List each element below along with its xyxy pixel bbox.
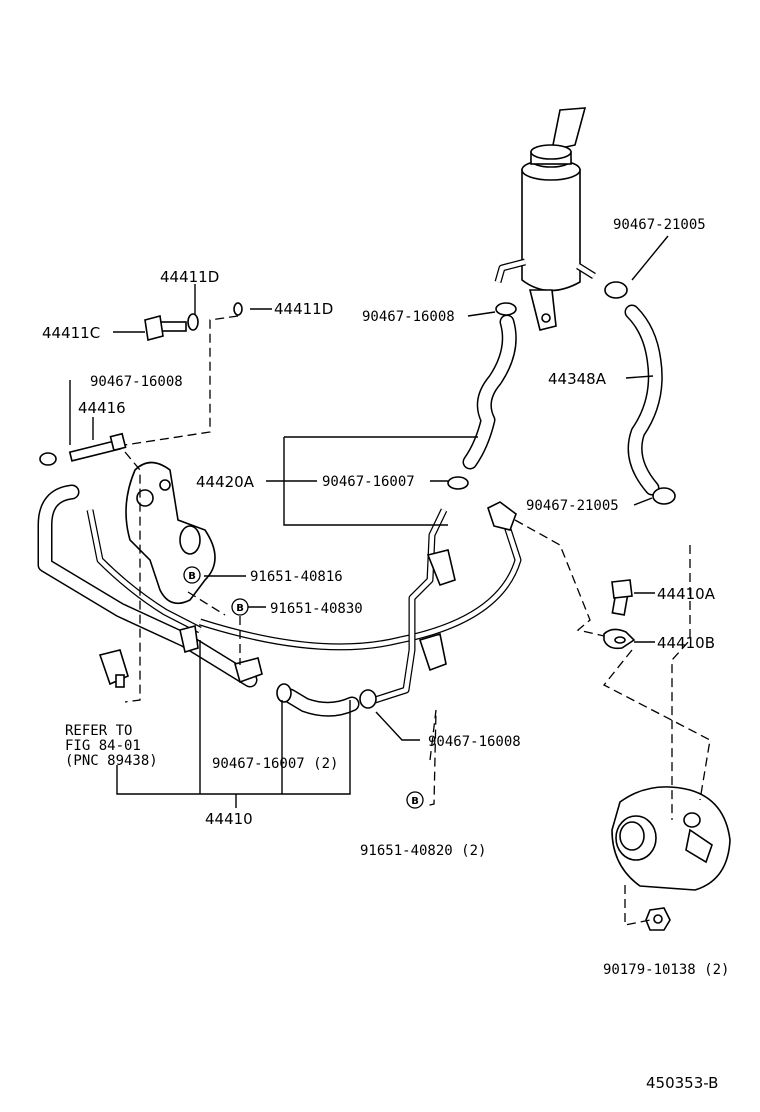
part-label: 91651-40820 (2) bbox=[360, 843, 486, 859]
badge-b-icon: B bbox=[183, 566, 201, 584]
badge-b-label: B bbox=[188, 571, 196, 582]
clamp-icon bbox=[39, 452, 377, 709]
part-label: 90467-21005 bbox=[613, 217, 706, 233]
leader-lines bbox=[69, 235, 669, 808]
pressure-switch bbox=[98, 649, 129, 688]
part-label: 90179-10138 (2) bbox=[603, 962, 729, 978]
part-label: 44420A bbox=[196, 473, 255, 491]
part-label: 90467-21005 bbox=[526, 498, 619, 514]
union-bolt-44416 bbox=[68, 432, 127, 462]
refer-note-line: (PNC 89438) bbox=[65, 753, 158, 769]
part-label: 44411C bbox=[42, 324, 100, 342]
part-label: 90467-16007 bbox=[322, 474, 415, 490]
line-bracket bbox=[179, 549, 456, 684]
reservoir-tank bbox=[494, 107, 596, 331]
part-label: 90467-16007 (2) bbox=[212, 756, 338, 772]
part-label: 44410 bbox=[205, 810, 253, 828]
part-label: 44348A bbox=[548, 370, 607, 388]
part-label: 91651-40830 bbox=[270, 601, 363, 617]
badge-b-icon: B bbox=[231, 598, 249, 616]
assembly-guide-lines bbox=[124, 315, 711, 926]
suction-hose-44348A bbox=[624, 304, 663, 496]
badge-b-label: B bbox=[236, 603, 244, 614]
part-label: 90467-16008 bbox=[362, 309, 455, 325]
nut-90179 bbox=[645, 907, 671, 931]
pump-union-bolt-44410A bbox=[611, 579, 633, 616]
pressure-hose-lines bbox=[37, 484, 522, 717]
bolt-44411C bbox=[144, 302, 243, 342]
refer-note-line: FIG 84-01 bbox=[65, 738, 141, 754]
refer-note-line: REFER TO bbox=[65, 723, 132, 739]
part-label: 44416 bbox=[78, 399, 126, 417]
part-label: 44410B bbox=[657, 634, 715, 652]
part-label: 44410A bbox=[657, 585, 716, 603]
figure-code: 450353-B bbox=[646, 1074, 718, 1092]
badge-b-icon: B bbox=[406, 791, 424, 809]
part-label: 90467-16008 bbox=[428, 734, 521, 750]
clamp-icon bbox=[447, 281, 676, 505]
part-label: 91651-40816 bbox=[250, 569, 343, 585]
part-label: 90467-16008 bbox=[90, 374, 183, 390]
power-steering-pump bbox=[611, 786, 731, 891]
gasket-44410B bbox=[603, 628, 636, 650]
reservoir-return-hose bbox=[462, 314, 517, 470]
badge-b-label: B bbox=[411, 796, 419, 807]
part-label: 44411D bbox=[274, 300, 333, 318]
part-label: 44411D bbox=[160, 268, 219, 286]
